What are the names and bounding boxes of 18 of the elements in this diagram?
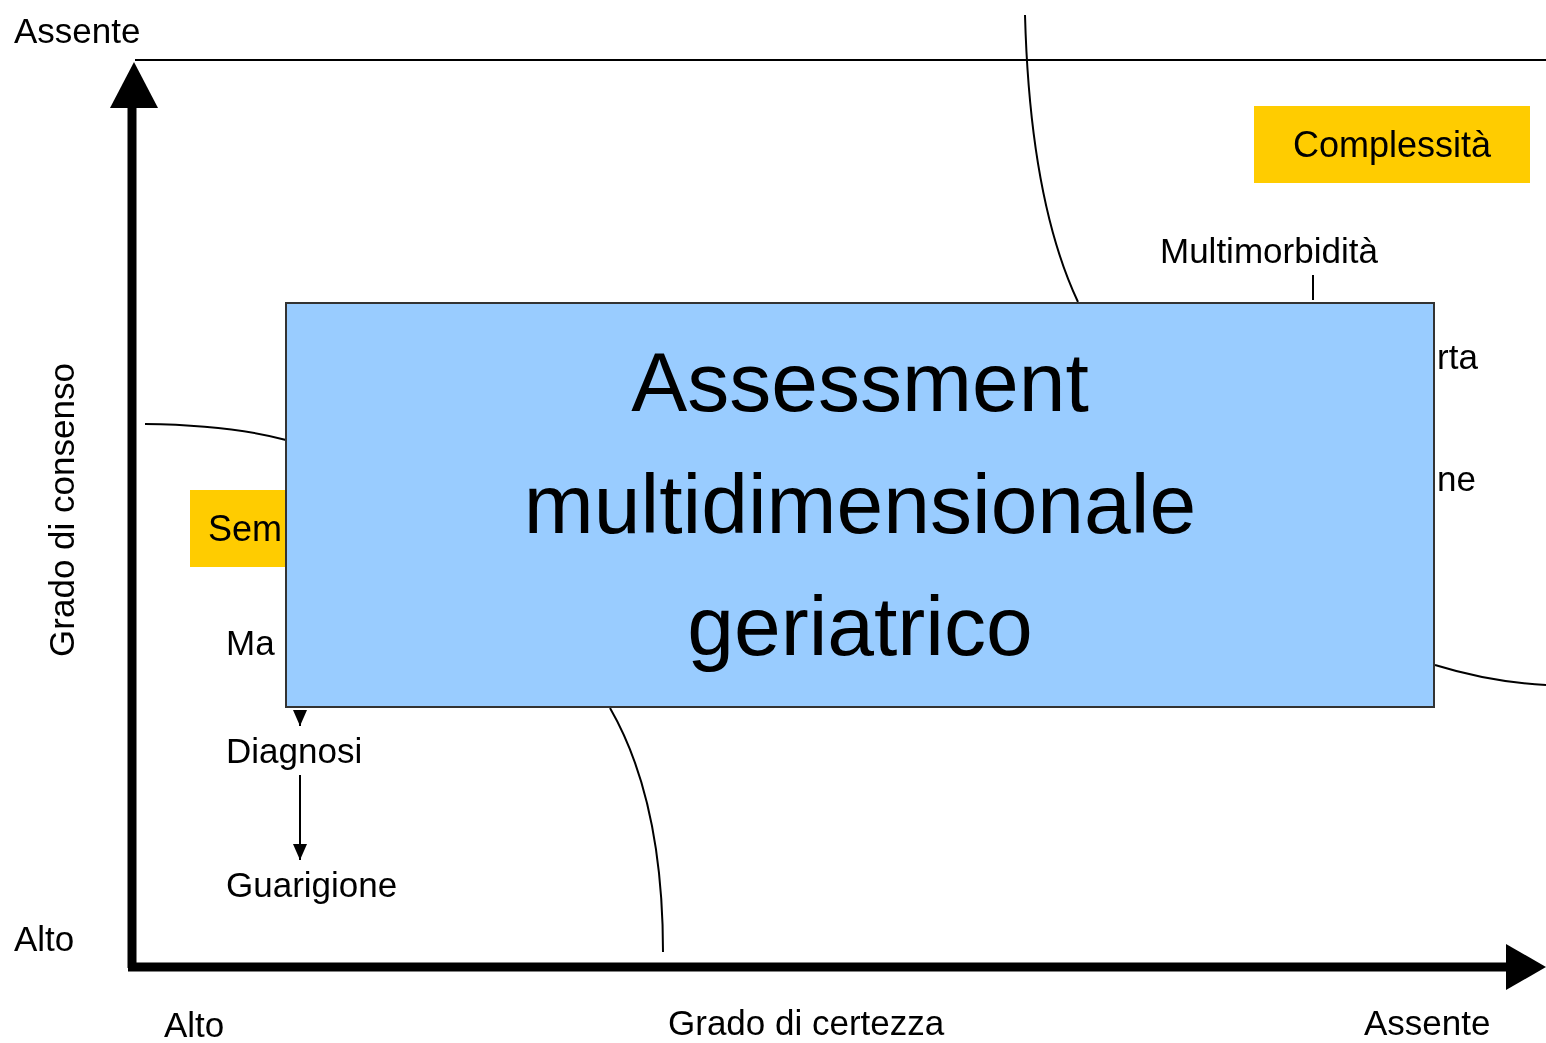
axis-label: Alto [14,918,75,960]
stage-text: Ma [226,620,286,666]
axis-title: Grado di consenso [40,363,82,657]
arrow [293,774,307,861]
axis-title: Grado di certezza [668,1002,945,1043]
arrow [293,709,307,727]
axis-label: Alto [164,1004,225,1043]
category-tag: Complessità [1254,106,1530,183]
connector-line [1312,274,1314,301]
stage-text: Guarigione [226,862,456,908]
axis-label: Assente [1364,1002,1491,1043]
stage-text: Multimorbidità [1160,228,1466,274]
cut-off-text: rta [1437,336,1478,378]
cut-off-text: ne [1437,458,1476,500]
highlight-box: Assessment multidimensionale geriatrico [285,302,1435,708]
category-tag: Sem [190,490,286,567]
axis-label: Assente [14,10,141,52]
stage-text: Diagnosi [226,728,406,774]
